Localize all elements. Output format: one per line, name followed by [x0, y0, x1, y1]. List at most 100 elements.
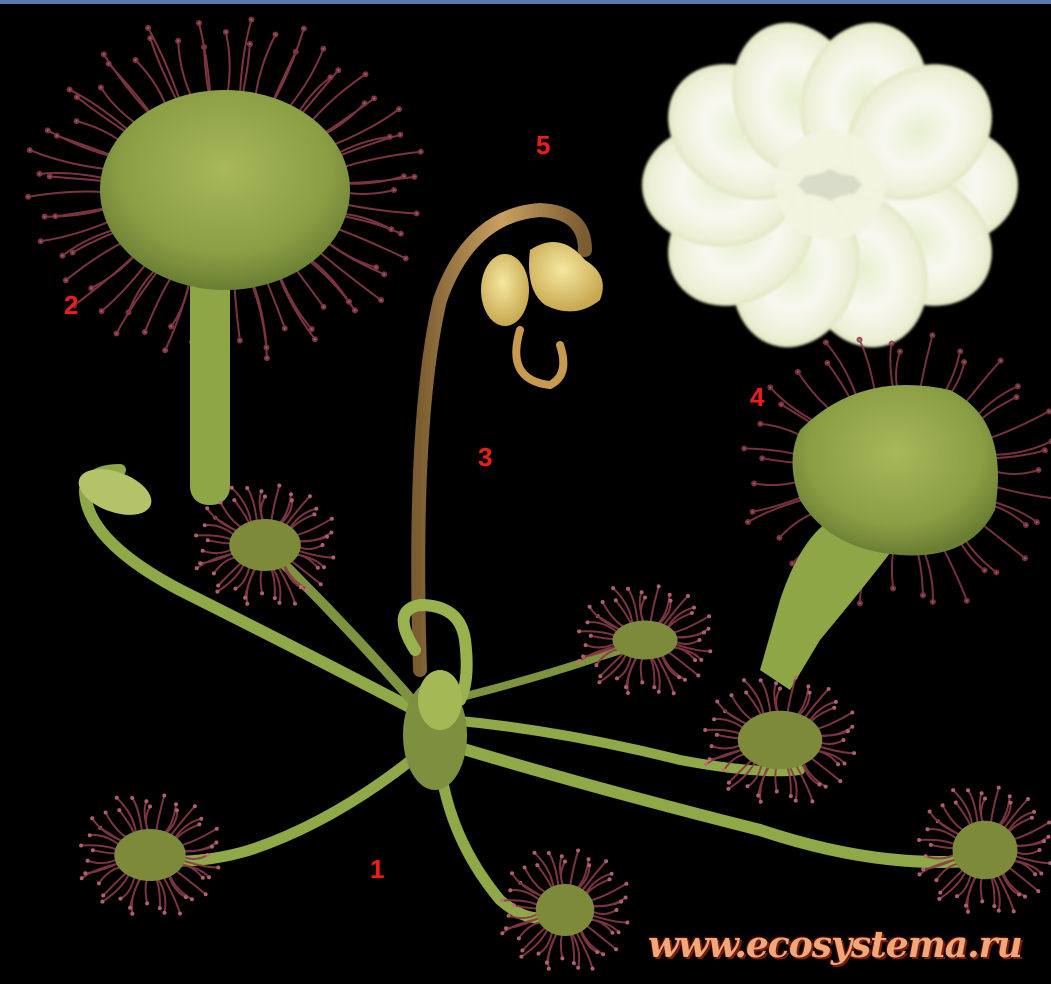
tentacle-gland	[789, 794, 793, 798]
tentacle-gland	[382, 272, 386, 276]
tentacle-gland	[26, 195, 30, 199]
tentacle-gland	[83, 871, 87, 875]
tentacle-gland	[846, 729, 850, 733]
flower-scape	[418, 210, 603, 670]
tentacle-gland	[657, 584, 661, 588]
tentacle-gland	[101, 894, 105, 898]
leaf-top-left	[26, 18, 423, 505]
tentacle-gland	[97, 881, 101, 885]
tentacle-gland	[712, 717, 716, 721]
tentacle-gland	[519, 955, 523, 959]
tentacle-gland	[958, 349, 962, 353]
tentacle-gland	[158, 906, 162, 910]
tentacle-gland	[175, 808, 179, 812]
tentacle-gland	[614, 947, 618, 951]
tentacle	[919, 840, 958, 846]
rosette-center	[403, 670, 467, 790]
tentacle-gland	[46, 128, 50, 132]
tentacle-gland	[751, 510, 755, 514]
tentacle-gland	[843, 762, 847, 766]
tentacle-gland	[102, 52, 106, 56]
tentacle-gland	[1012, 909, 1016, 913]
tentacle-gland	[708, 757, 712, 761]
tentacle-gland	[520, 949, 524, 953]
tentacle-gland	[99, 86, 103, 90]
tentacle-gland	[364, 72, 368, 76]
tentacle-gland	[399, 232, 403, 236]
small-leaf-blade	[229, 519, 301, 571]
tentacle-gland	[774, 681, 778, 685]
tentacle-gland	[926, 827, 930, 831]
tentacle-gland	[86, 859, 90, 863]
tentacle-gland	[1043, 448, 1047, 452]
tentacle	[988, 441, 1051, 454]
tentacle-gland	[230, 486, 234, 490]
tentacle-gland	[589, 634, 593, 638]
tentacle-gland	[90, 816, 94, 820]
tentacle-gland	[278, 601, 282, 605]
tentacle-gland	[614, 598, 618, 602]
tentacle-gland	[260, 591, 264, 595]
tentacle-gland	[669, 599, 673, 603]
tentacle-gland	[560, 854, 564, 858]
tentacle-gland	[980, 791, 984, 795]
tentacle-gland	[760, 456, 764, 460]
tentacle-gland	[710, 744, 714, 748]
tentacle-gland	[190, 897, 194, 901]
tentacle-gland	[794, 676, 798, 680]
watermark: www.ecosystema.ru	[648, 924, 1022, 966]
tentacle-gland	[668, 593, 672, 597]
tentacle	[982, 411, 1049, 440]
tentacle-gland	[576, 966, 580, 970]
tentacle	[247, 488, 257, 524]
tentacle-gland	[625, 921, 629, 925]
tentacle-gland	[966, 788, 970, 792]
tentacle-gland	[316, 566, 320, 570]
tentacle-gland	[197, 822, 201, 826]
tentacle-gland	[312, 512, 316, 516]
tentacle-gland	[277, 484, 281, 488]
flower	[641, 6, 1018, 364]
tentacle-gland	[715, 733, 719, 737]
tentacle-gland	[624, 882, 628, 886]
tentacle-gland	[1023, 895, 1027, 899]
tentacle-gland	[918, 872, 922, 876]
tentacle-gland	[216, 584, 220, 588]
tentacle	[245, 566, 256, 598]
tentacle	[626, 655, 637, 687]
tentacle-gland	[201, 876, 205, 880]
tentacle-gland	[832, 706, 836, 710]
tentacle-gland	[389, 227, 393, 231]
tentacle-gland	[964, 904, 968, 908]
tentacle-gland	[547, 967, 551, 971]
tentacle-gland	[115, 796, 119, 800]
small-leaf-blade	[953, 821, 1018, 880]
tentacle-gland	[921, 867, 925, 871]
tentacle-gland	[858, 601, 862, 605]
tentacle-gland	[1038, 848, 1042, 852]
tentacle-gland	[994, 570, 998, 574]
small-leaf-blade	[114, 829, 186, 881]
tentacle-gland	[746, 784, 750, 788]
tentacle-gland	[1047, 409, 1051, 413]
tentacle-gland	[130, 912, 134, 916]
tentacle-gland	[890, 342, 894, 346]
tentacle-gland	[290, 498, 294, 502]
tentacle-gland	[836, 762, 840, 766]
tentacle-gland	[624, 685, 628, 689]
tentacle-gland	[1023, 556, 1027, 560]
tentacle-gland	[504, 926, 508, 930]
tentacle-gland	[169, 325, 173, 329]
tentacle-gland	[75, 95, 79, 99]
tentacle-gland	[581, 654, 585, 658]
tentacle-gland	[619, 900, 623, 904]
tentacle-gland	[214, 841, 218, 845]
tentacle-gland	[537, 952, 541, 956]
tentacle-gland	[997, 909, 1001, 913]
tentacle-gland	[174, 802, 178, 806]
tentacle-gland	[722, 768, 726, 772]
tentacle-gland	[234, 587, 238, 591]
tentacle-gland	[388, 135, 392, 139]
tentacle-gland	[891, 586, 895, 590]
